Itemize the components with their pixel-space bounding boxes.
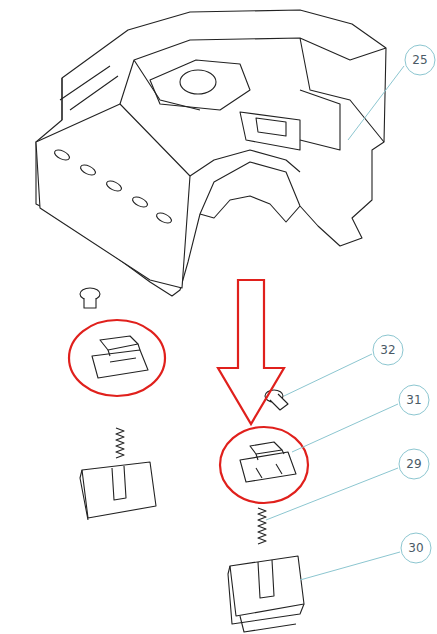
highlight-circle <box>220 427 308 503</box>
left-spring <box>116 428 124 458</box>
housing <box>36 10 386 296</box>
callout-number: 30 <box>402 539 430 557</box>
callout-bubble <box>399 385 429 415</box>
panel-holes <box>53 148 173 225</box>
leader-line <box>266 468 398 520</box>
housing-front-panel <box>36 104 190 288</box>
red-arrow <box>218 280 284 424</box>
callout-bubble <box>405 45 435 75</box>
callout-bubble <box>401 533 431 563</box>
callout-bubble <box>373 335 403 365</box>
left-cover <box>80 462 156 520</box>
highlight-circle <box>69 320 165 396</box>
leader-line <box>292 404 398 452</box>
callout-number: 32 <box>374 341 402 359</box>
leader-line <box>348 66 404 140</box>
latch-31 <box>240 442 296 482</box>
leader-line <box>300 552 400 580</box>
cover-30 <box>228 556 304 632</box>
leader-line <box>284 354 372 396</box>
callout-number: 29 <box>400 455 428 473</box>
spring-29 <box>258 508 266 544</box>
callout-number: 31 <box>400 391 428 409</box>
left-latch <box>92 336 148 378</box>
callout-bubble <box>399 449 429 479</box>
callout-number: 25 <box>406 51 434 69</box>
left-screw <box>80 288 100 308</box>
